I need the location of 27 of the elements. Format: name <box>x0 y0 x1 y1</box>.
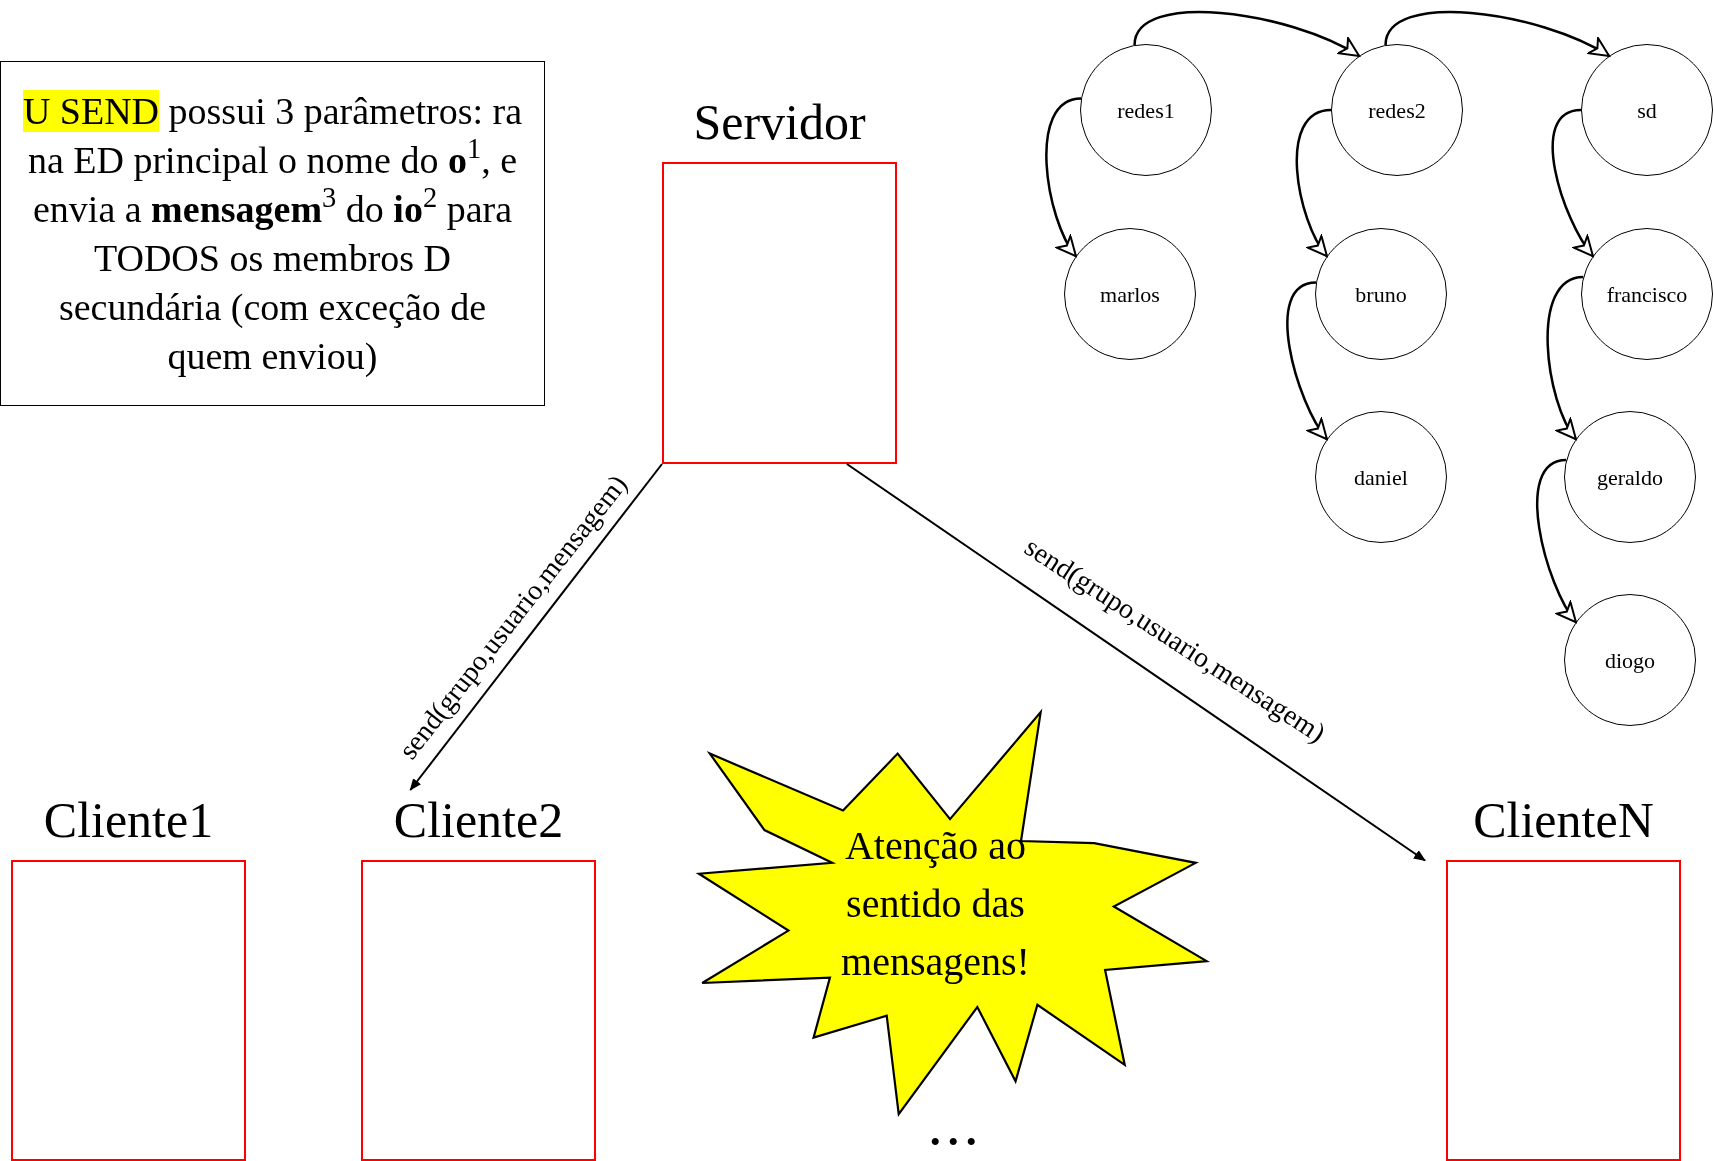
arrow <box>1551 108 1594 258</box>
node-label: sd <box>1637 96 1657 125</box>
node-label: geraldo <box>1597 463 1663 492</box>
arrow <box>1133 10 1361 58</box>
note-box <box>0 61 545 406</box>
arrow <box>1295 108 1332 258</box>
arrow <box>845 463 1426 862</box>
arrow <box>1536 458 1577 624</box>
node-label: daniel <box>1354 463 1408 492</box>
arrow <box>1045 97 1082 258</box>
node-label: redes2 <box>1368 96 1426 125</box>
ellipsis-text: • • • <box>930 1126 977 1158</box>
arrow <box>1546 275 1584 441</box>
node-label: bruno <box>1355 280 1407 309</box>
box-title: Cliente1 <box>42 791 215 850</box>
arrow <box>409 463 663 791</box>
box-title: Servidor <box>692 93 867 152</box>
node-label: marlos <box>1100 280 1160 309</box>
warning-text: Atenção ao sentido das mensagens! <box>840 822 1031 986</box>
box-title: Cliente2 <box>392 791 565 850</box>
node-label: diogo <box>1604 646 1656 675</box>
node-label: redes1 <box>1117 96 1175 125</box>
arrow <box>1286 281 1328 441</box>
note-text: U SEND possui 3 parâmetros: ra na ED principal o nome do o$^{1}$, e envia a mensagem$^{3}$ do io$^{2}$ para TODOS os membros D secundária (com exceção de quem enviou) <box>21 88 524 379</box>
arrow <box>1384 10 1611 58</box>
box-title: ClienteN <box>1472 791 1655 850</box>
node-label: francisco <box>1606 280 1688 309</box>
